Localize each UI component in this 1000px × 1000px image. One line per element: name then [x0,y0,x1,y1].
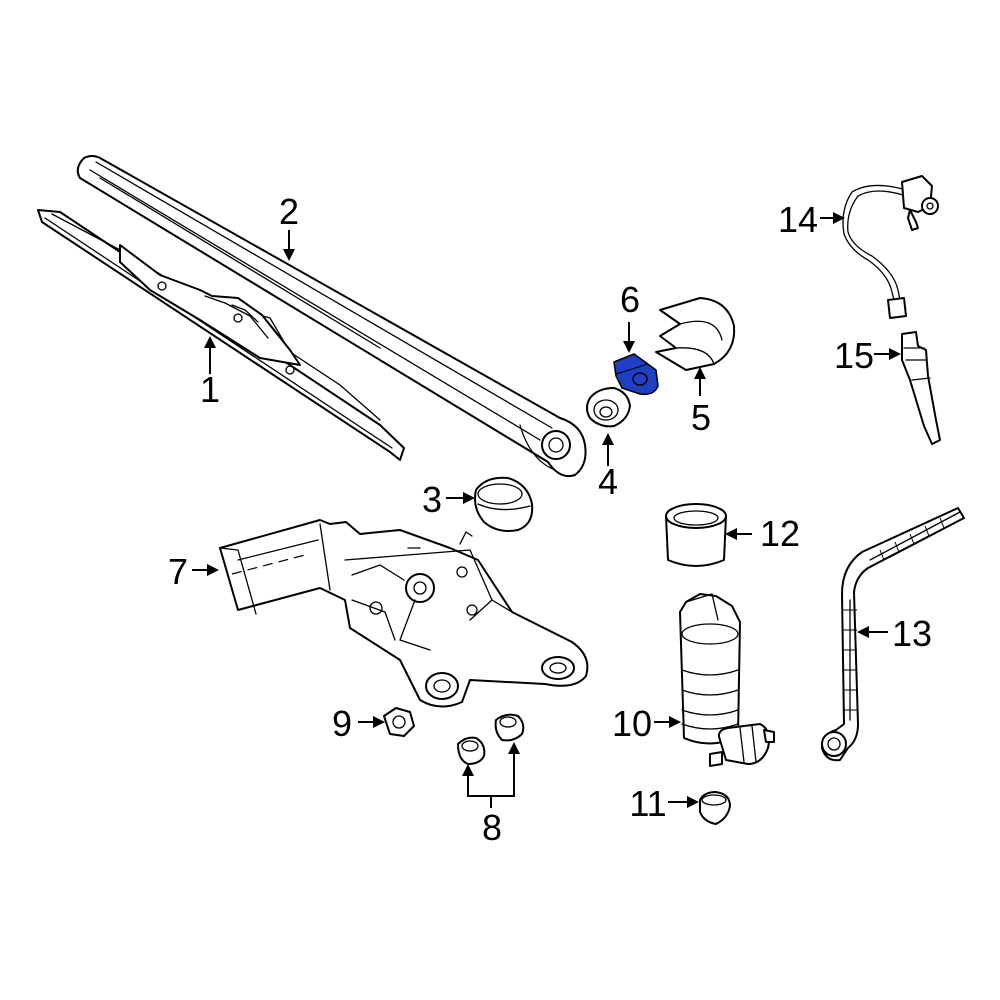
part-5-cover[interactable] [655,297,736,371]
callouts: 1 2 3 4 5 6 7 8 9 10 11 12 13 14 15 [168,191,932,848]
part-2-wiper-arm[interactable] [76,155,587,478]
callout-14: 14 [778,199,818,240]
part-8-bushings[interactable] [457,713,525,765]
part-12-sleeve[interactable] [665,503,727,567]
part-14-hose-connector[interactable] [842,175,939,319]
callout-1: 1 [200,369,220,410]
part-4-bushing[interactable] [586,387,631,428]
part-15-nozzle[interactable] [901,331,941,445]
callout-6: 6 [620,279,640,320]
callout-11: 11 [629,783,666,824]
callout-8: 8 [482,807,502,848]
leaders [192,212,901,808]
callout-12: 12 [760,513,800,554]
callout-7: 7 [168,551,188,592]
part-6-clip[interactable] [613,353,659,396]
callout-15: 15 [834,335,874,376]
callout-10: 10 [612,703,652,744]
callout-4: 4 [598,461,618,502]
part-3-grommet[interactable] [474,476,534,532]
callout-9: 9 [332,703,352,744]
callout-13: 13 [892,613,932,654]
part-11-grommet[interactable] [699,791,731,825]
callout-3: 3 [422,479,442,520]
part-10-washer-pump[interactable] [679,593,775,767]
part-7-wiper-motor[interactable] [219,519,589,708]
part-13-hose[interactable] [821,507,965,762]
part-9-nut[interactable] [383,707,415,737]
callout-5: 5 [691,397,711,438]
callout-2: 2 [279,191,299,232]
part-1-wiper-blade[interactable] [37,209,405,461]
